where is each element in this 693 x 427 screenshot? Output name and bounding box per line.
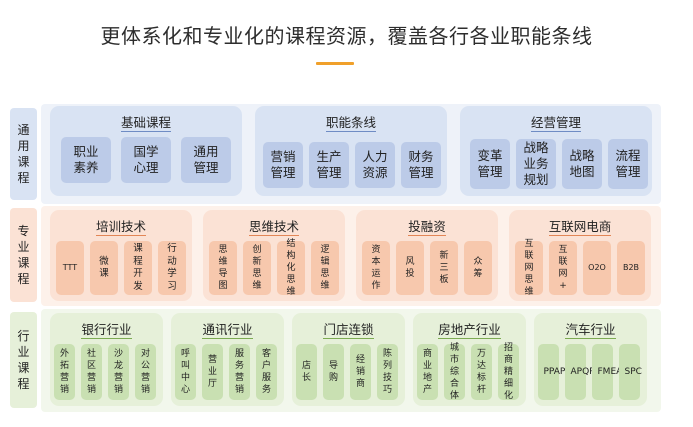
row-label-text: 专业课程 — [17, 224, 30, 286]
course-item: 客户服务 — [256, 344, 277, 400]
row-label-text: 行业课程 — [17, 329, 30, 391]
course-item: 新三板 — [430, 241, 458, 295]
title-underline — [316, 62, 354, 65]
group-title: 投融资 — [408, 219, 446, 236]
group-real-estate: 房地产行业 商业地产 城市综合体 万达标杆 招商精细化 — [413, 313, 526, 406]
group-banking: 银行行业 外拓营销 社区营销 沙龙营销 对公营销 — [50, 313, 163, 406]
course-item: FMEA — [592, 344, 622, 400]
group-title: 思维技术 — [248, 219, 299, 236]
course-item: B2B — [617, 241, 645, 295]
group-title: 银行行业 — [81, 322, 132, 339]
course-item: 招商精细化 — [498, 343, 519, 401]
course-item: 营销管理 — [263, 142, 303, 188]
course-item: 流程管理 — [608, 139, 648, 189]
group-functional-lines: 职能条线 营销管理 生产管理 人力资源 财务管理 — [255, 106, 447, 196]
course-item: 呼叫中心 — [175, 344, 196, 400]
course-item: 通用管理 — [181, 137, 231, 183]
course-item: TTT — [56, 241, 84, 295]
course-item: 结构化思维 — [277, 239, 305, 297]
group-title: 通讯行业 — [202, 322, 253, 339]
group-title: 门店连锁 — [323, 322, 374, 339]
course-item: 互联网+ — [549, 241, 577, 295]
group-title: 互联网电商 — [548, 219, 612, 236]
course-item: 互联网思维 — [515, 239, 543, 297]
group-telecom: 通讯行业 呼叫中心 营业厅 服务营销 客户服务 — [171, 313, 284, 406]
group-title: 房地产行业 — [438, 322, 501, 339]
page-title: 更体系化和专业化的课程资源，覆盖各行各业职能条线 — [100, 24, 593, 48]
group-retail-chain: 门店连锁 店长 导购 经销商 陈列技巧 — [292, 313, 405, 406]
course-item: 社区营销 — [81, 344, 102, 400]
course-item: 商业地产 — [417, 344, 438, 400]
course-item: 店长 — [296, 344, 317, 400]
group-title: 汽车行业 — [565, 322, 616, 339]
course-item: 国学心理 — [121, 137, 171, 183]
course-item: 逻辑思维 — [311, 241, 339, 295]
course-item: SPC — [619, 344, 642, 400]
course-item: 营业厅 — [202, 344, 223, 400]
course-item: 思维导图 — [209, 241, 237, 295]
course-item: 战略业务规划 — [516, 139, 556, 189]
group-automotive: 汽车行业 PPAP APQP FMEA SPC — [534, 313, 647, 406]
row-label-text: 通用课程 — [17, 123, 30, 185]
group-title: 基础课程 — [120, 115, 171, 132]
row-label-general: 通用课程 — [10, 108, 37, 200]
course-item: 人力资源 — [355, 142, 395, 188]
course-item: 服务营销 — [229, 344, 250, 400]
group-thinking-tech: 思维技术 思维导图 创新思维 结构化思维 逻辑思维 — [203, 210, 345, 301]
course-item: 沙龙营销 — [108, 344, 129, 400]
course-item: PPAP — [538, 344, 565, 400]
course-item: 对公营销 — [135, 344, 156, 400]
course-item: 陈列技巧 — [377, 344, 398, 400]
course-item: 城市综合体 — [444, 343, 465, 401]
course-item: 众筹 — [464, 241, 492, 295]
group-title: 职能条线 — [325, 115, 376, 132]
course-item: 生产管理 — [309, 142, 349, 188]
course-item: 经销商 — [350, 344, 371, 400]
group-title: 经营管理 — [530, 115, 581, 132]
course-item: 变革管理 — [470, 139, 510, 189]
course-item: O2O — [583, 241, 611, 295]
course-item: 风投 — [396, 241, 424, 295]
group-basic-courses: 基础课程 职业素养 国学心理 通用管理 — [50, 106, 242, 196]
course-item: 战略地图 — [562, 139, 602, 189]
course-item: 微课 — [90, 241, 118, 295]
group-training-tech: 培训技术 TTT 微课 课程开发 行动学习 — [50, 210, 192, 301]
course-item: 行动学习 — [158, 241, 186, 295]
course-item: 万达标杆 — [471, 344, 492, 400]
course-item: APQP — [565, 344, 595, 400]
course-item: 创新思维 — [243, 241, 271, 295]
row-label-professional: 专业课程 — [10, 208, 37, 302]
course-item: 财务管理 — [401, 142, 441, 188]
course-item: 课程开发 — [124, 241, 152, 295]
course-item: 导购 — [323, 344, 344, 400]
course-item: 外拓营销 — [54, 344, 75, 400]
course-item: 资本运作 — [362, 241, 390, 295]
group-investment-financing: 投融资 资本运作 风投 新三板 众筹 — [356, 210, 498, 301]
course-item: 职业素养 — [61, 137, 111, 183]
group-business-management: 经营管理 变革管理 战略业务规划 战略地图 流程管理 — [460, 106, 652, 196]
row-label-industry: 行业课程 — [10, 312, 37, 408]
group-title: 培训技术 — [95, 219, 146, 236]
group-internet-ecommerce: 互联网电商 互联网思维 互联网+ O2O B2B — [509, 210, 651, 301]
